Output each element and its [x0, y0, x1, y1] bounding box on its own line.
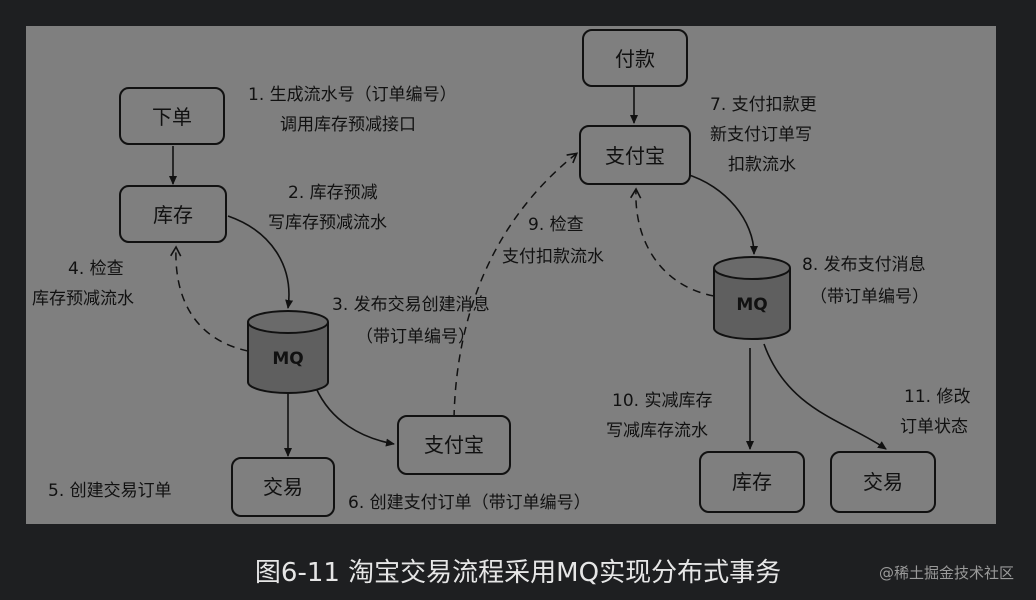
edge-zhifubao-mq [685, 173, 758, 255]
edge-mq-jiaoyi-right [763, 343, 887, 450]
label-step10: 10. 实减库存 写减库存流水 [606, 391, 718, 441]
label-step4: 4. 检查 库存预减流水 [32, 259, 134, 309]
node-jiaoyi-left-label: 交易 [263, 475, 303, 499]
node-kucun-left-label: 库存 [153, 203, 193, 227]
node-fukuan-label: 付款 [615, 47, 655, 71]
diagram-canvas: 下单 库存 交易 支付宝 付款 支付宝 库存 交易 MQ MQ 1. 生成 [32, 29, 976, 517]
edge-mq-zhifubao-check [630, 187, 715, 297]
node-mq-right: MQ [713, 256, 791, 340]
node-xiadan-label: 下单 [152, 105, 192, 129]
label-step5: 5. 创建交易订单 [48, 481, 172, 501]
node-kucun-right: 库存 [699, 451, 805, 513]
node-mq-left: MQ [247, 310, 329, 394]
label-step2: 2. 库存预减 写库存预减流水 [268, 183, 387, 233]
node-zhifubao-right: 支付宝 [579, 125, 691, 185]
watermark: @稀土掘金技术社区 [878, 564, 1014, 582]
node-kucun-left: 库存 [119, 185, 227, 243]
edge-mq-zhifubao [315, 387, 395, 447]
label-step1: 1. 生成流水号（订单编号） 调用库存预减接口 [248, 85, 462, 135]
label-step7: 7. 支付扣款更 新支付订单写 扣款流水 [710, 95, 822, 175]
node-kucun-right-label: 库存 [732, 470, 772, 494]
label-step9: 9. 检查 支付扣款流水 [502, 215, 604, 267]
edge-mq-kucun-check [170, 245, 249, 352]
figure-caption: 图6-11 淘宝交易流程采用MQ实现分布式事务 [254, 558, 782, 588]
node-fukuan: 付款 [582, 29, 688, 87]
label-step6: 6. 创建支付订单（带订单编号） [348, 493, 591, 513]
node-jiaoyi-right-label: 交易 [863, 470, 903, 494]
node-zhifubao-right-label: 支付宝 [605, 144, 665, 168]
node-jiaoyi-left: 交易 [231, 457, 335, 517]
edge-kucun-mq [227, 215, 294, 309]
node-zhifubao-mid: 支付宝 [397, 415, 511, 475]
label-step3: 3. 发布交易创建消息 （带订单编号） [332, 295, 495, 347]
label-step8: 8. 发布支付消息 （带订单编号） [802, 255, 931, 307]
diagram-figure: 下单 库存 交易 支付宝 付款 支付宝 库存 交易 MQ MQ 1. 生成 [26, 26, 996, 524]
node-mq-left-label: MQ [272, 349, 303, 369]
label-step11: 11. 修改 订单状态 [900, 387, 976, 437]
node-xiadan: 下单 [119, 87, 225, 145]
node-mq-right-label: MQ [736, 295, 767, 315]
edge-zhifubao-check [453, 152, 579, 419]
node-zhifubao-mid-label: 支付宝 [424, 433, 484, 457]
node-jiaoyi-right: 交易 [830, 451, 936, 513]
